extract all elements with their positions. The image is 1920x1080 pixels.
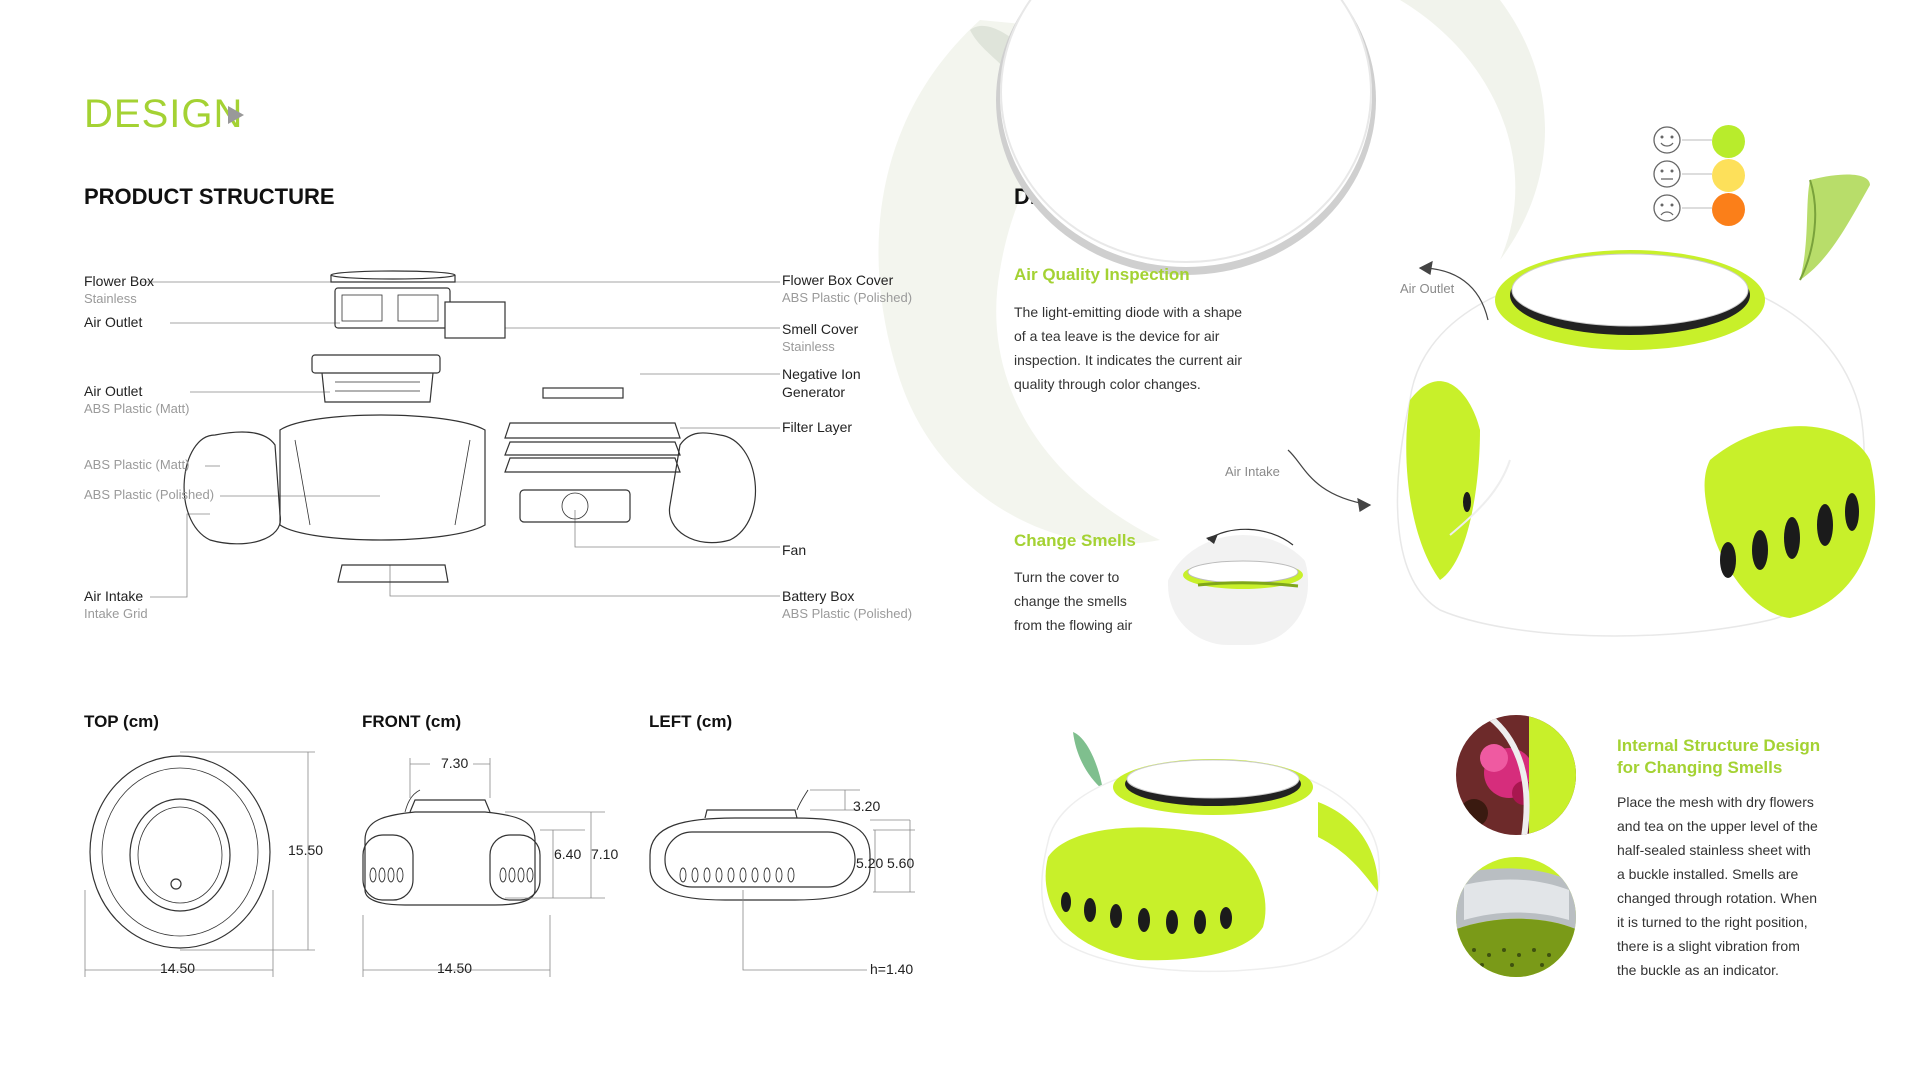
internal-line: half-sealed stainless sheet with — [1617, 842, 1811, 858]
air-quality-line: The light-emitting diode with a shape — [1014, 304, 1243, 320]
background-swoosh — [878, 0, 1545, 544]
label-body-polished: ABS Plastic (Polished) — [84, 487, 215, 502]
left-view-h1-dim: 5.20 — [856, 855, 884, 871]
indicator-yellow-dot — [1712, 159, 1745, 192]
label-air-intake: Air Intake — [84, 588, 144, 604]
top-view-height-dim: 15.50 — [288, 842, 324, 858]
exploded-diagram — [140, 270, 780, 598]
indicator-green-dot — [1712, 125, 1745, 158]
internal-line: Place the mesh with dry flowers — [1617, 794, 1814, 810]
internal-line: there is a slight vibration from — [1617, 938, 1800, 954]
internal-line: the buckle as an indicator. — [1617, 962, 1779, 978]
play-arrow-icon — [228, 106, 244, 124]
top-view-title: TOP (cm) — [84, 712, 159, 731]
front-view-h1-dim: 6.40 — [554, 846, 582, 862]
indicator-orange-dot — [1712, 193, 1745, 226]
front-view-top-width-dim: 7.30 — [441, 755, 469, 771]
callout-air-intake: Air Intake — [1225, 464, 1280, 479]
internal-line: a buckle installed. Smells are — [1617, 866, 1799, 882]
internal-line: it is turned to the right position, — [1617, 914, 1808, 930]
air-quality-title: Air Quality Inspection — [1014, 265, 1190, 284]
rotate-cover-render — [1168, 528, 1308, 645]
left-view-h2-dim: 5.60 — [887, 855, 915, 871]
label-air-outlet-2: Air Outlet — [84, 383, 143, 399]
label-smell-cover-material: Stainless — [782, 339, 835, 354]
front-view-title: FRONT (cm) — [362, 712, 462, 731]
label-fan: Fan — [782, 542, 807, 558]
air-quality-line: of a tea leave is the device for air — [1014, 328, 1220, 344]
internal-line: changed through rotation. When — [1617, 890, 1818, 906]
label-air-outlet-material: ABS Plastic (Matt) — [84, 401, 190, 416]
top-view-width-dim: 14.50 — [160, 960, 196, 976]
label-smell-cover: Smell Cover — [782, 321, 859, 337]
callout-arrows — [1287, 260, 1489, 512]
indicator-connectors — [1682, 139, 1712, 209]
internal-title-line-2: for Changing Smells — [1617, 758, 1783, 777]
internal-structure-title: Internal Structure Design for Changing S… — [1617, 735, 1820, 779]
change-smells-line: change the smells — [1014, 593, 1127, 609]
internal-structure-text: Place the mesh with dry flowers and tea … — [1617, 790, 1835, 982]
change-smells-text: Turn the cover to change the smells from… — [1014, 565, 1148, 637]
label-flower-box-cover: Flower Box Cover — [782, 272, 894, 288]
sad-face-icon — [1653, 194, 1681, 222]
top-view-drawing — [84, 751, 315, 977]
left-view-title: LEFT (cm) — [649, 712, 733, 731]
neutral-face-icon — [1653, 160, 1681, 188]
change-smells-line: from the flowing air — [1014, 617, 1133, 633]
label-battery-box-material: ABS Plastic (Polished) — [782, 606, 913, 621]
air-quality-line: quality through color changes. — [1014, 376, 1201, 392]
label-flower-box-cover-material: ABS Plastic (Polished) — [782, 290, 913, 305]
label-air-outlet: Air Outlet — [84, 314, 143, 330]
internal-mesh-photo — [1456, 857, 1576, 977]
left-view-base-dim: h=1.40 — [870, 961, 914, 977]
label-body-matt: ABS Plastic (Matt) — [84, 457, 190, 472]
label-flower-box-material: Stainless — [84, 291, 137, 306]
front-view-width-dim: 14.50 — [437, 960, 473, 976]
label-flower-box: Flower Box — [84, 273, 155, 289]
happy-face-icon — [1653, 126, 1681, 154]
top-cover-render — [970, 0, 1376, 275]
product-structure-title: PRODUCT STRUCTURE — [84, 184, 335, 209]
label-battery-box: Battery Box — [782, 588, 855, 604]
left-view-top-dim: 3.20 — [853, 798, 881, 814]
change-smells-title: Change Smells — [1014, 531, 1136, 550]
change-smells-line: Turn the cover to — [1014, 569, 1120, 585]
product-render-main — [1396, 174, 1876, 637]
callout-air-outlet: Air Outlet — [1400, 281, 1455, 296]
left-view-drawing — [649, 789, 915, 971]
internal-title-line-1: Internal Structure Design — [1617, 736, 1821, 755]
air-quality-line: inspection. It indicates the current air — [1014, 352, 1243, 368]
label-filter-layer: Filter Layer — [782, 419, 853, 435]
design-title: DESIGN — [84, 92, 244, 136]
label-negative-ion: Negative Ion — [782, 366, 861, 382]
front-view-drawing — [362, 758, 605, 977]
product-render-secondary — [1041, 732, 1380, 973]
internal-line: and tea on the upper level of the — [1617, 818, 1818, 834]
label-generator: Generator — [782, 384, 846, 400]
front-view-h2-dim: 7.10 — [591, 846, 619, 862]
label-intake-grid: Intake Grid — [84, 606, 148, 621]
internal-flowers-photo — [1456, 715, 1576, 835]
air-quality-text: The light-emitting diode with a shape of… — [1014, 300, 1266, 396]
